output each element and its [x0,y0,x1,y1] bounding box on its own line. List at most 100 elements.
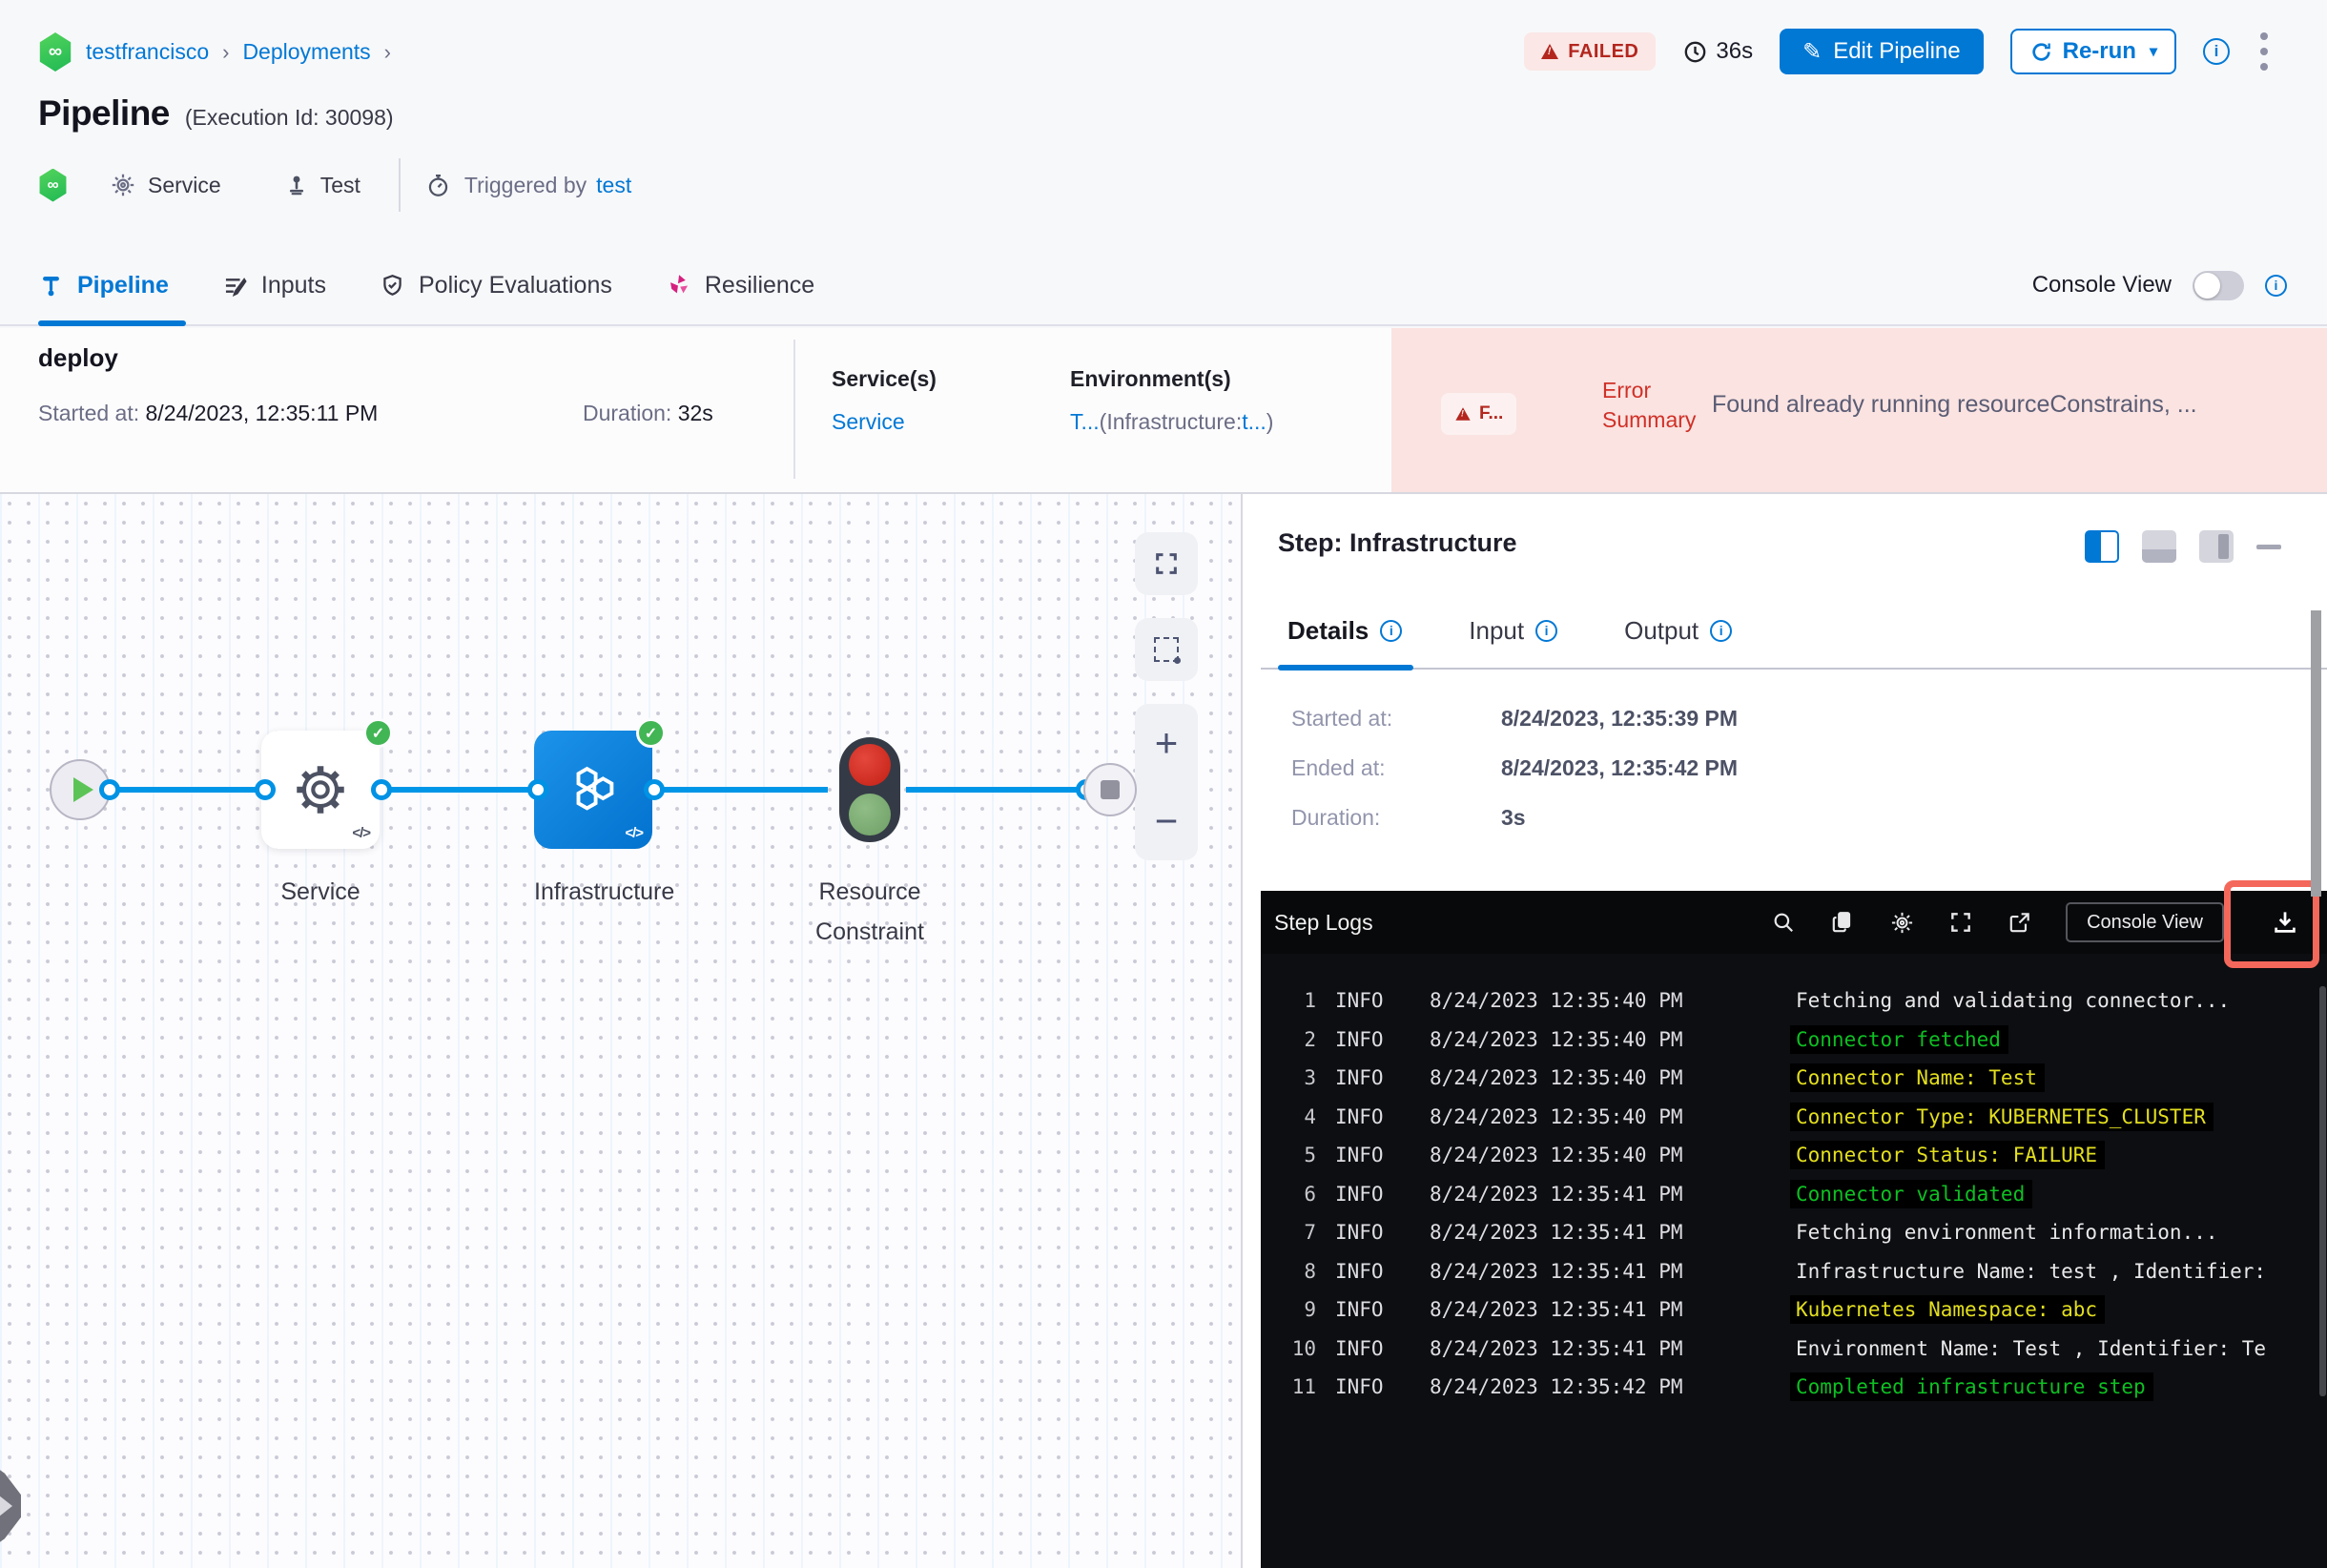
download-logs-icon[interactable] [2256,909,2314,936]
tab-resilience[interactable]: Resilience [666,246,814,324]
stopwatch-icon [425,173,451,198]
red-light [849,744,891,787]
template-glyph: </> [352,825,371,841]
log-timestamp: 8/24/2023 12:35:40 PM [1430,1027,1683,1051]
resilience-icon [666,273,691,299]
log-message: Connector validated [1790,1179,2033,1208]
started-at-value: 8/24/2023, 12:35:11 PM [145,401,379,425]
breadcrumb-separator: › [383,39,391,64]
edit-pipeline-button[interactable]: ✎ Edit Pipeline [1780,29,1984,74]
log-message: Fetching environment information... [1796,1221,2218,1245]
tab-policy-evaluations[interactable]: Policy Evaluations [380,246,612,324]
node-infrastructure[interactable]: </> ✓ [534,718,666,849]
log-timestamp: 8/24/2023 12:35:42 PM [1430,1375,1683,1399]
edge-infrastructure-resource [654,787,828,793]
log-level: INFO [1335,1298,1384,1322]
canvas-select-mode-button[interactable] [1135,618,1198,681]
expand-left-panel-handle[interactable] [0,1459,21,1553]
services-label: Service(s) [832,366,937,391]
console-view-toggle[interactable] [2193,270,2244,300]
stop-icon [1101,780,1120,799]
canvas-zoom-panel: + − [1135,704,1198,860]
log-line-number: 4 [1304,1104,1316,1128]
logs-console-view-button[interactable]: Console View [2066,902,2224,942]
error-summary-label: Error Summary [1602,378,1697,432]
log-timestamp: 8/24/2023 12:35:40 PM [1430,989,1683,1013]
log-line: 6 INFO 8/24/2023 12:35:41 PM Connector vali… [1261,1175,2327,1214]
edge-start-service [107,787,265,793]
log-settings-gear-icon[interactable] [1888,909,1915,936]
field-row: Ended at: 8/24/2023, 12:35:42 PM [1291,755,1739,780]
trigger-user-link[interactable]: test [596,172,632,197]
log-level: INFO [1335,1375,1384,1399]
log-line-number: 6 [1304,1182,1316,1206]
log-timestamp: 8/24/2023 12:35:40 PM [1430,1066,1683,1090]
service-link[interactable]: Service [832,409,905,434]
log-timestamp: 8/24/2023 12:35:41 PM [1430,1182,1683,1206]
node-service[interactable]: </> ✓ [261,718,393,849]
layout-split-right-button[interactable] [2085,530,2119,563]
end-node[interactable] [1083,763,1137,816]
page-header: ∞ testfrancisco › Deployments › Pipeline… [0,0,2327,246]
node-label-service: Service [280,878,360,905]
more-options-menu[interactable] [2256,29,2272,74]
search-icon[interactable] [1770,909,1797,936]
start-node[interactable] [50,759,111,820]
tab-input[interactable]: Input i [1469,593,1558,668]
duration-value: 32s [677,401,713,425]
zoom-out-button[interactable]: − [1154,798,1179,843]
layout-drawer-button[interactable] [2199,530,2234,563]
log-line-number: 2 [1304,1027,1316,1051]
copy-icon[interactable] [1829,909,1856,936]
log-level: INFO [1335,1104,1384,1128]
tab-details[interactable]: Details i [1277,593,1414,671]
layout-split-bottom-button[interactable] [2142,530,2176,563]
log-timestamp: 8/24/2023 12:35:40 PM [1430,1104,1683,1128]
step-logs-toolbar: Step Logs [1261,891,2327,954]
environment-value[interactable]: T...(Infrastructure:t...) [1070,409,1274,434]
details-info-icon[interactable]: i [1380,619,1403,642]
breadcrumb-deployments-link[interactable]: Deployments [242,39,371,64]
log-level: INFO [1335,1144,1384,1167]
breadcrumb-project-link[interactable]: testfrancisco [86,39,210,64]
warning-triangle-icon [1455,407,1471,421]
input-info-icon[interactable]: i [1535,619,1558,642]
tab-output[interactable]: Output i [1624,593,1733,668]
port [527,779,548,800]
log-timestamp: 8/24/2023 12:35:41 PM [1430,1221,1683,1245]
log-scrollbar[interactable] [2319,986,2326,1396]
meta-divider [398,158,401,212]
tab-pipeline[interactable]: Pipeline [38,246,186,326]
log-message: Connector Type: KUBERNETES_CLUSTER [1790,1102,2214,1131]
zoom-in-button[interactable]: + [1154,720,1179,765]
meta-test-label: Test [319,172,360,197]
canvas-fullscreen-button[interactable] [1135,532,1198,595]
node-resource-constraint[interactable] [839,737,900,842]
elapsed-time: 36s [1682,38,1753,65]
log-timestamp: 8/24/2023 12:35:41 PM [1430,1259,1683,1283]
page-scrollbar[interactable] [2311,610,2321,897]
log-level: INFO [1335,1182,1384,1206]
step-panel-title: Step: Infrastructure [1278,528,1517,557]
output-info-icon[interactable]: i [1710,619,1733,642]
open-in-new-icon[interactable] [2007,909,2033,936]
info-icon[interactable]: i [2203,38,2230,65]
title-row: Pipeline (Execution Id: 30098) [38,93,394,134]
refresh-icon [2029,40,2053,64]
warning-triangle-icon [1541,44,1559,59]
step-details-panel: Step: Infrastructure Details i Input i O… [1241,492,2327,1568]
breadcrumb-separator: › [222,39,230,64]
started-at-label: Started at: [38,401,140,425]
success-check-icon: ✓ [363,718,393,748]
log-level: INFO [1335,1259,1384,1283]
log-message: Connector Status: FAILURE [1790,1141,2106,1170]
logs-fullscreen-icon[interactable] [1947,909,1974,936]
error-status-badge: F... [1441,393,1517,435]
stage-name[interactable]: deploy [38,343,118,372]
tab-inputs[interactable]: Inputs [222,246,326,324]
rerun-button[interactable]: Re-run ▾ [2009,29,2176,74]
pipeline-canvas[interactable]: + − </> ✓ Service [0,492,1241,1568]
minimize-panel-button[interactable] [2256,544,2281,549]
shield-check-icon [380,273,405,299]
console-view-info-icon[interactable]: i [2265,274,2287,297]
